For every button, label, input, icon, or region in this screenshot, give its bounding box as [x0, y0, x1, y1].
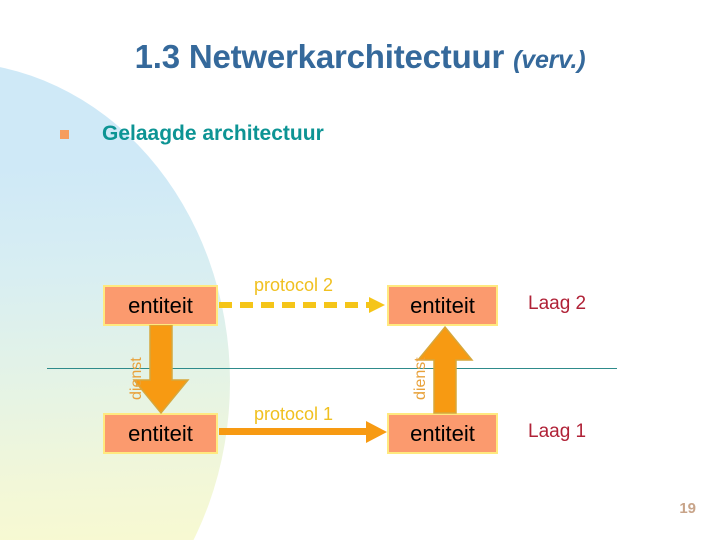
entity-box-top-right: entiteit	[387, 285, 498, 326]
bullet-heading-label: Gelaagde architectuur	[102, 122, 324, 145]
page-title-main: 1.3 Netwerkarchitectuur	[134, 38, 505, 75]
service-arrow-down-icon	[132, 325, 190, 415]
protocol-1-label: protocol 1	[254, 404, 334, 424]
protocol-1-solid-line	[219, 428, 371, 435]
entity-box-bottom-left: entiteit	[103, 413, 218, 454]
service-label-left: dienst	[128, 357, 145, 400]
square-bullet-icon	[60, 129, 69, 139]
entity-box-bottom-right: entiteit	[387, 413, 498, 454]
service-arrow-up-icon	[416, 325, 474, 414]
page-number: 19	[679, 500, 696, 517]
entity-box-top-left: entiteit	[103, 285, 218, 326]
protocol-1-arrowhead-icon	[366, 421, 387, 443]
layer-label-lower: Laag 1	[528, 421, 587, 442]
protocol-2-label: protocol 2	[254, 275, 334, 295]
layer-label-upper: Laag 2	[528, 293, 587, 314]
page-title-suffix: (verv.)	[513, 46, 586, 74]
protocol-2-arrowhead-icon	[369, 297, 385, 313]
layer-divider-line	[47, 368, 617, 369]
service-label-right: dienst	[412, 357, 429, 400]
protocol-2-dashed-line	[219, 302, 369, 308]
page-title: 1.3 Netwerkarchitectuur (verv.)	[0, 38, 720, 76]
bullet-row: Gelaagde architectuur	[60, 122, 324, 146]
